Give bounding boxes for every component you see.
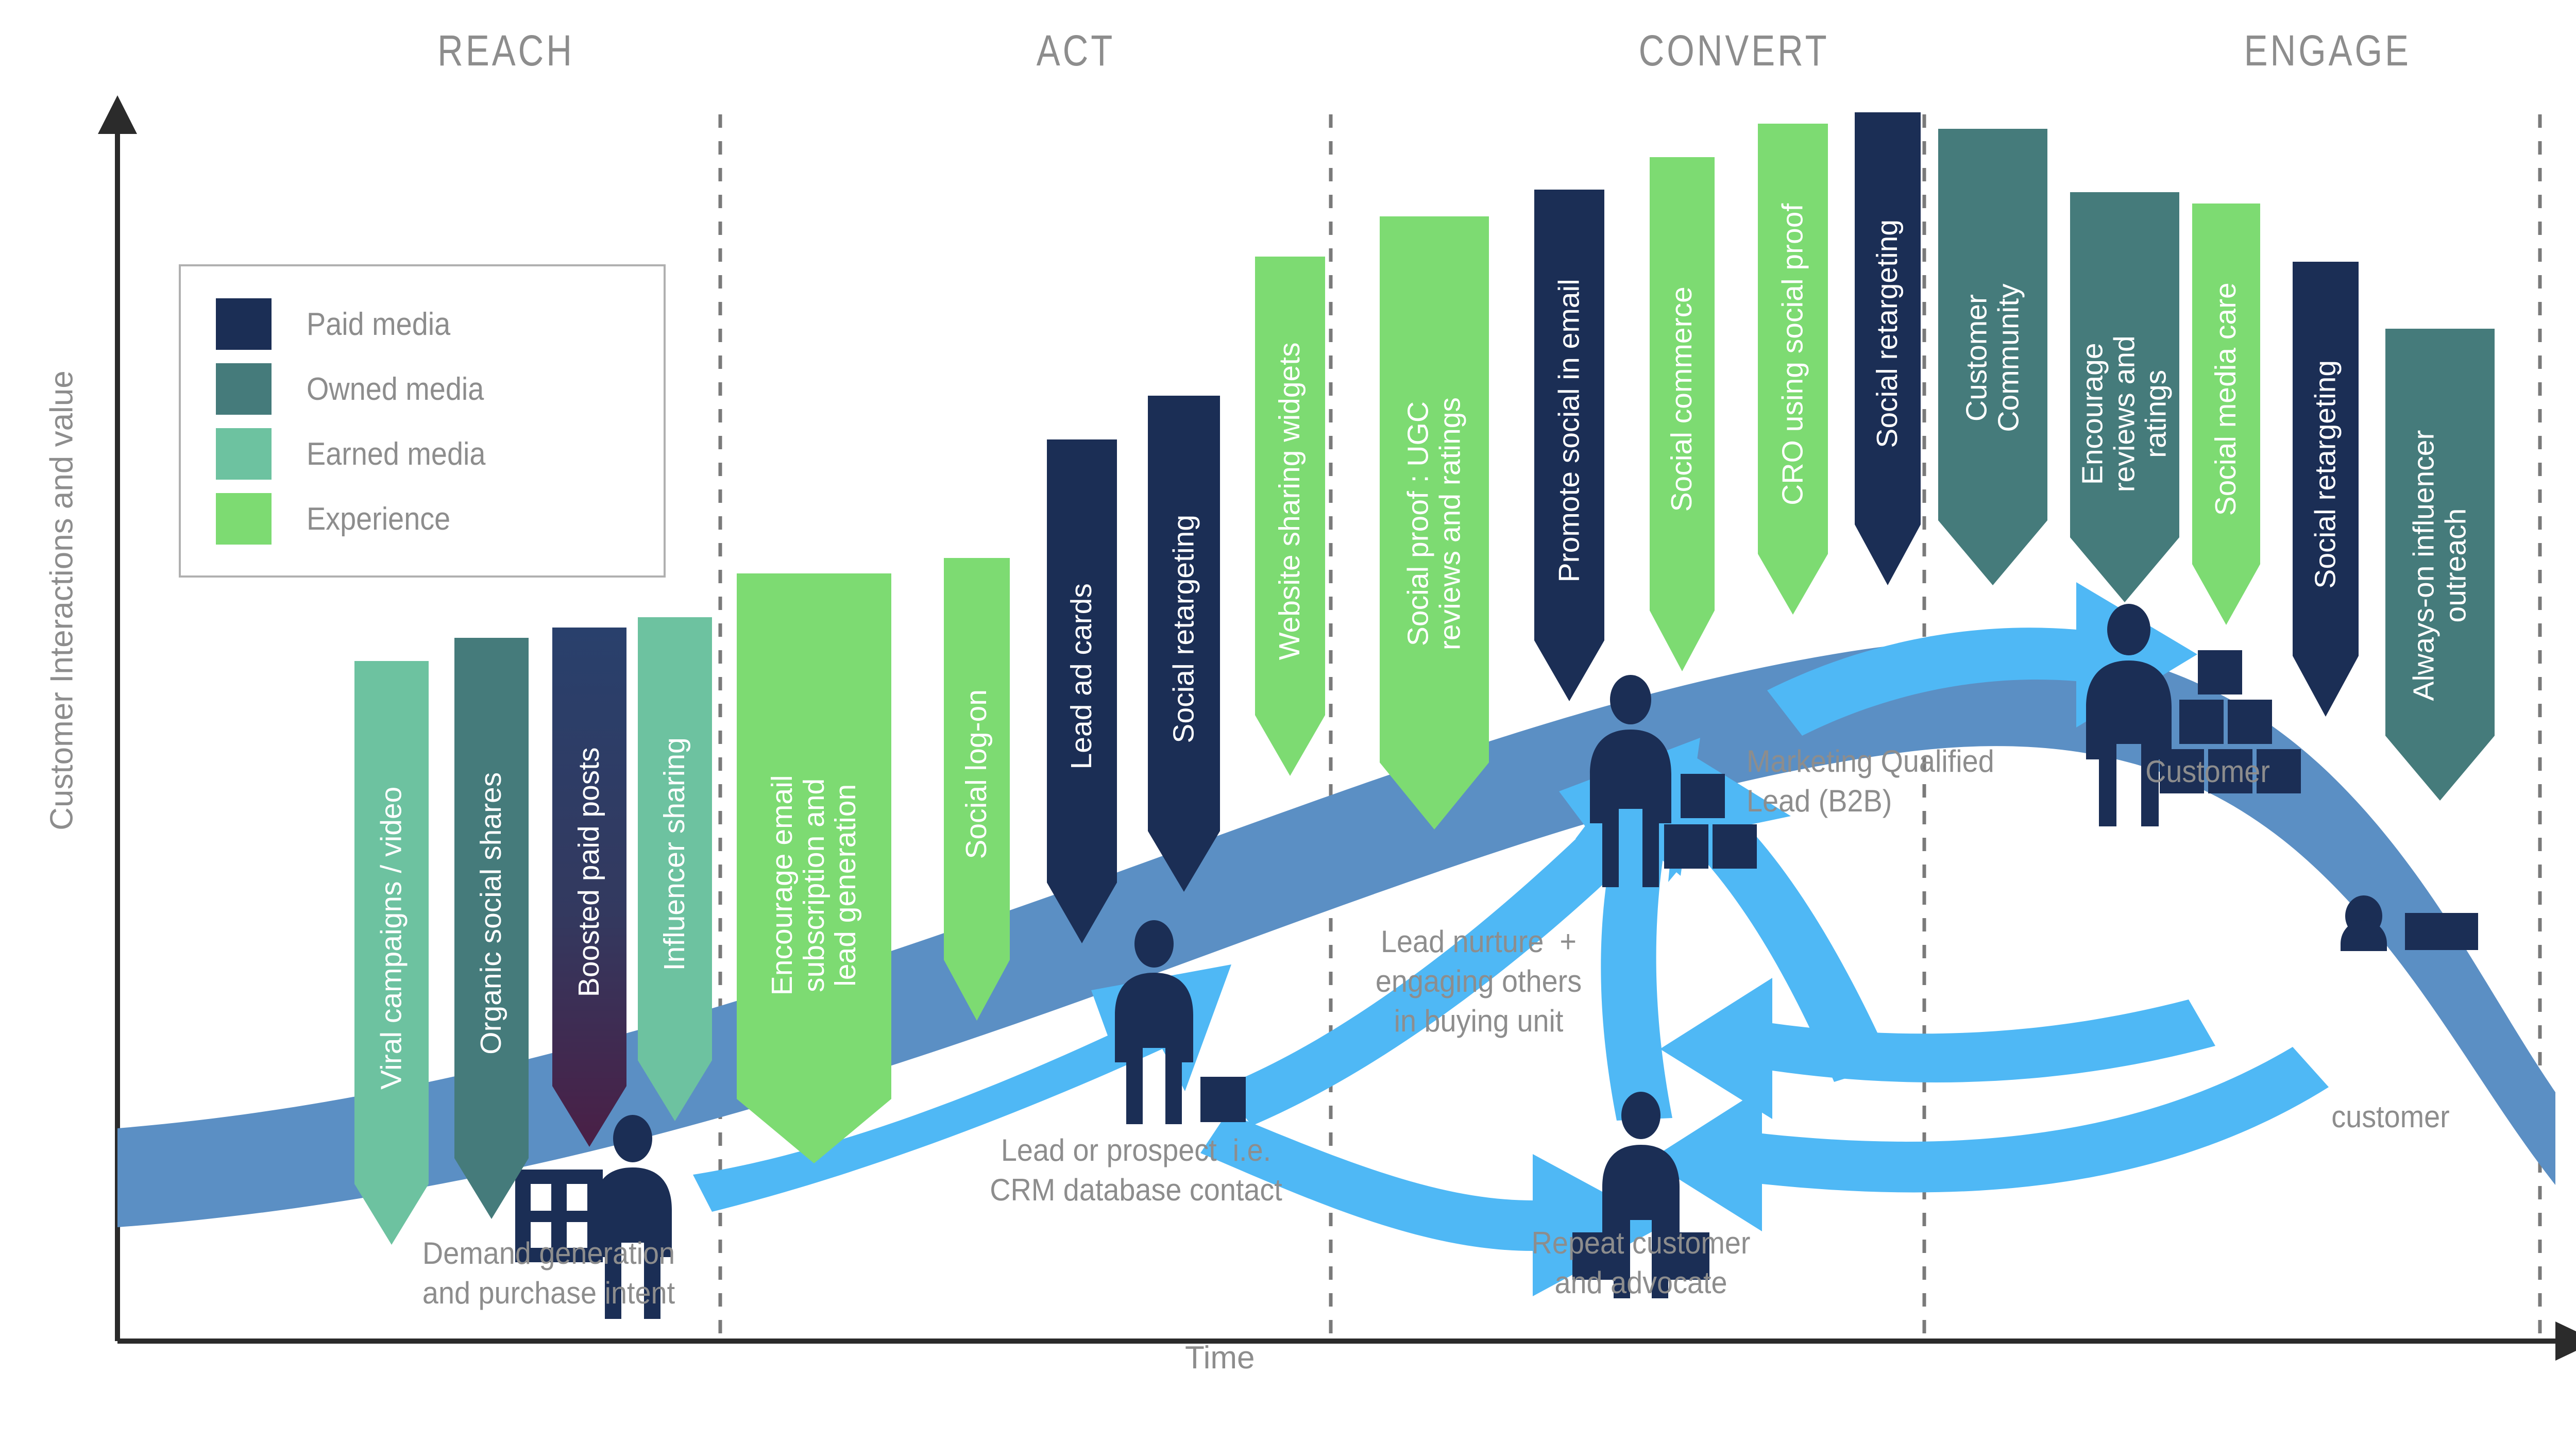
funnel-arrow-reach-0[interactable] xyxy=(354,661,429,1245)
box-icon-bottom-left xyxy=(1664,824,1708,869)
funnel-arrow-engage-14[interactable] xyxy=(1938,129,2047,585)
box-icon-right xyxy=(1663,1232,1709,1280)
legend-swatch-icon xyxy=(216,428,272,480)
screen-icon xyxy=(2405,913,2478,950)
persona-icon-lead-prospect xyxy=(1115,920,1246,1124)
legend-swatch-icon xyxy=(216,363,272,415)
persona-label-lapsed-customer: customer xyxy=(2331,1099,2450,1134)
funnel-arrow-convert-11[interactable] xyxy=(1650,157,1715,671)
persona-label-demand-generation: Demand generation and purchase intent xyxy=(422,1236,675,1310)
box-icon-mid-left xyxy=(2179,700,2224,744)
legend-item-experience: Experience xyxy=(216,493,466,545)
box-icon-top xyxy=(1681,774,1725,818)
phase-title-convert: CONVERT xyxy=(1638,26,1829,75)
x-axis-arrowhead xyxy=(2555,1322,2576,1361)
y-axis-label: Customer Interactions and value xyxy=(44,370,80,831)
legend-item-owned-media: Owned media xyxy=(216,363,504,415)
legend-item-earned-media: Earned media xyxy=(216,428,505,480)
funnel-arrow-act-4[interactable] xyxy=(737,573,891,1163)
funnel-arrow-engage-15[interactable] xyxy=(2070,192,2179,602)
funnel-arrow-engage-18[interactable] xyxy=(2385,329,2495,801)
legend-swatch-icon xyxy=(216,298,272,350)
persona-icon-demand-generation xyxy=(515,1115,672,1319)
funnel-arrow-act-6[interactable] xyxy=(1047,439,1117,943)
legend-label: Owned media xyxy=(307,371,484,407)
phase-title-engage: ENGAGE xyxy=(2244,26,2411,75)
person-icon xyxy=(2086,604,2172,826)
funnel-arrow-reach-3[interactable] xyxy=(638,617,712,1121)
persona-icon-customer xyxy=(2086,604,2301,826)
box-icon-bottom-left xyxy=(2160,749,2204,793)
persona-icon-lapsed-customer xyxy=(2341,895,2478,951)
funnel-arrow-convert-12[interactable] xyxy=(1758,124,1828,615)
box-icon-top xyxy=(2198,650,2242,694)
funnel-arrow-act-7[interactable] xyxy=(1148,396,1220,892)
funnel-arrow-convert-13[interactable] xyxy=(1855,112,1921,585)
box-icon-bottom-right xyxy=(1713,824,1757,869)
persona-label-marketing-qualified-lead: Marketing Qualified Lead (B2B) xyxy=(1747,744,1994,818)
funnel-arrow-reach-1[interactable] xyxy=(454,638,529,1219)
y-axis-arrowhead xyxy=(98,95,137,134)
funnel-arrow-engage-17[interactable] xyxy=(2293,262,2359,717)
funnel-arrow-group xyxy=(354,112,2495,1245)
flow-arrow-engage-return xyxy=(1660,978,2215,1119)
x-axis-label: Time xyxy=(1185,1340,1255,1376)
box-icon-mid-right xyxy=(2228,700,2272,744)
funnel-arrow-reach-2[interactable] xyxy=(552,628,626,1147)
funnel-arrow-convert-9[interactable] xyxy=(1380,216,1489,829)
box-icon-left xyxy=(1572,1232,1619,1280)
phase-title-reach: REACH xyxy=(437,26,574,75)
persona-icon-marketing-qualified-lead xyxy=(1590,675,1757,887)
person-icon xyxy=(1115,920,1193,1124)
customer-value-wave xyxy=(117,640,2555,1227)
phase-title-act: ACT xyxy=(1036,26,1115,75)
box-icon xyxy=(1200,1077,1246,1122)
persona-label-customer: Customer xyxy=(2145,754,2270,789)
persona-icon-repeat-customer xyxy=(1572,1092,1709,1298)
legend-swatch-icon xyxy=(216,493,272,545)
person-icon xyxy=(1590,675,1671,887)
funnel-arrow-engage-16[interactable] xyxy=(2192,204,2260,625)
funnel-arrow-act-5[interactable] xyxy=(944,558,1010,1021)
legend-label: Experience xyxy=(307,501,451,537)
legend-label: Paid media xyxy=(307,306,451,342)
funnel-arrow-convert-10[interactable] xyxy=(1534,190,1604,701)
funnel-arrow-act-8[interactable] xyxy=(1255,257,1325,776)
person-icon xyxy=(594,1115,672,1319)
person-icon xyxy=(1602,1092,1680,1298)
flow-arrow-customer-return xyxy=(1649,1047,2329,1231)
annotation-lead-nurture: Lead nurture + engaging others in buying… xyxy=(1375,924,1582,1038)
persona-label-lead-prospect: Lead or prospect i.e. CRM database conta… xyxy=(990,1133,1282,1207)
flow-arrow-lead-to-repeat xyxy=(1200,1113,1664,1296)
box-icon-bottom-right xyxy=(2257,749,2301,793)
box-icon-bottom-mid xyxy=(2208,749,2252,793)
legend-item-paid-media: Paid media xyxy=(216,298,466,350)
persona-label-repeat-customer: Repeat customer and advocate xyxy=(1531,1226,1751,1300)
legend-label: Earned media xyxy=(307,436,486,472)
avatar-icon xyxy=(2341,895,2387,951)
